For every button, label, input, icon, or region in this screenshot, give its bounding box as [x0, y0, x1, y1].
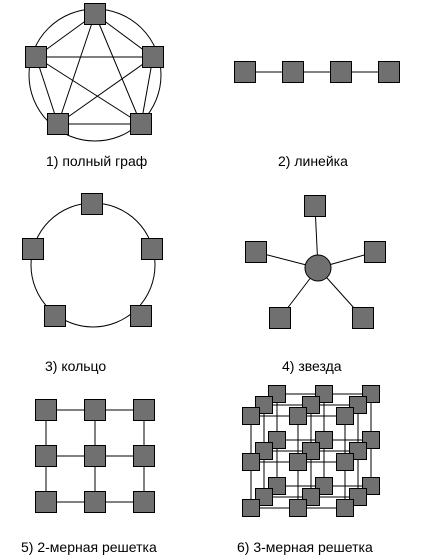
- node: [242, 453, 260, 471]
- caption-ring: 3) кольцо: [45, 358, 107, 374]
- node: [304, 195, 326, 217]
- node: [133, 445, 155, 467]
- node: [35, 491, 57, 513]
- node: [289, 499, 307, 517]
- node: [289, 453, 307, 471]
- node: [84, 445, 106, 467]
- node: [133, 399, 155, 421]
- node: [47, 113, 69, 135]
- node: [330, 61, 352, 83]
- caption-mesh-3d: 6) 3-мерная решетка: [237, 539, 373, 555]
- node: [84, 3, 106, 25]
- node: [378, 61, 400, 83]
- edge: [35, 56, 142, 125]
- node: [336, 453, 354, 471]
- node: [25, 46, 47, 68]
- node: [35, 399, 57, 421]
- node: [234, 61, 256, 83]
- node: [35, 445, 57, 467]
- line-diagram: [234, 61, 400, 83]
- node: [84, 491, 106, 513]
- node: [336, 407, 354, 425]
- node: [352, 307, 374, 329]
- full-graph-diagram: [25, 3, 164, 142]
- node: [130, 113, 152, 135]
- node: [133, 491, 155, 513]
- caption-full-graph: 1) полный граф: [46, 153, 148, 169]
- node: [289, 407, 307, 425]
- node: [242, 499, 260, 517]
- caption-mesh-2d: 5) 2-мерная решетка: [21, 539, 157, 555]
- node: [84, 399, 106, 421]
- node: [242, 407, 260, 425]
- edge: [94, 13, 142, 125]
- mesh-3d-diagram: [242, 385, 380, 517]
- node: [336, 499, 354, 517]
- node: [81, 193, 103, 215]
- node: [142, 46, 164, 68]
- edge: [57, 56, 154, 125]
- hub-node: [304, 254, 332, 282]
- node: [364, 241, 386, 263]
- edge: [57, 13, 96, 125]
- node: [22, 238, 44, 260]
- mesh-2d-diagram: [35, 399, 155, 513]
- edge: [35, 56, 59, 125]
- caption-line: 2) линейка: [278, 153, 348, 169]
- caption-star: 4) звезда: [282, 358, 342, 374]
- star-diagram: [245, 195, 386, 329]
- node: [245, 241, 267, 263]
- node: [141, 238, 163, 260]
- ring-diagram: [22, 193, 163, 328]
- edge: [140, 56, 154, 125]
- node: [130, 305, 152, 327]
- node: [269, 307, 291, 329]
- node: [44, 305, 66, 327]
- node: [282, 61, 304, 83]
